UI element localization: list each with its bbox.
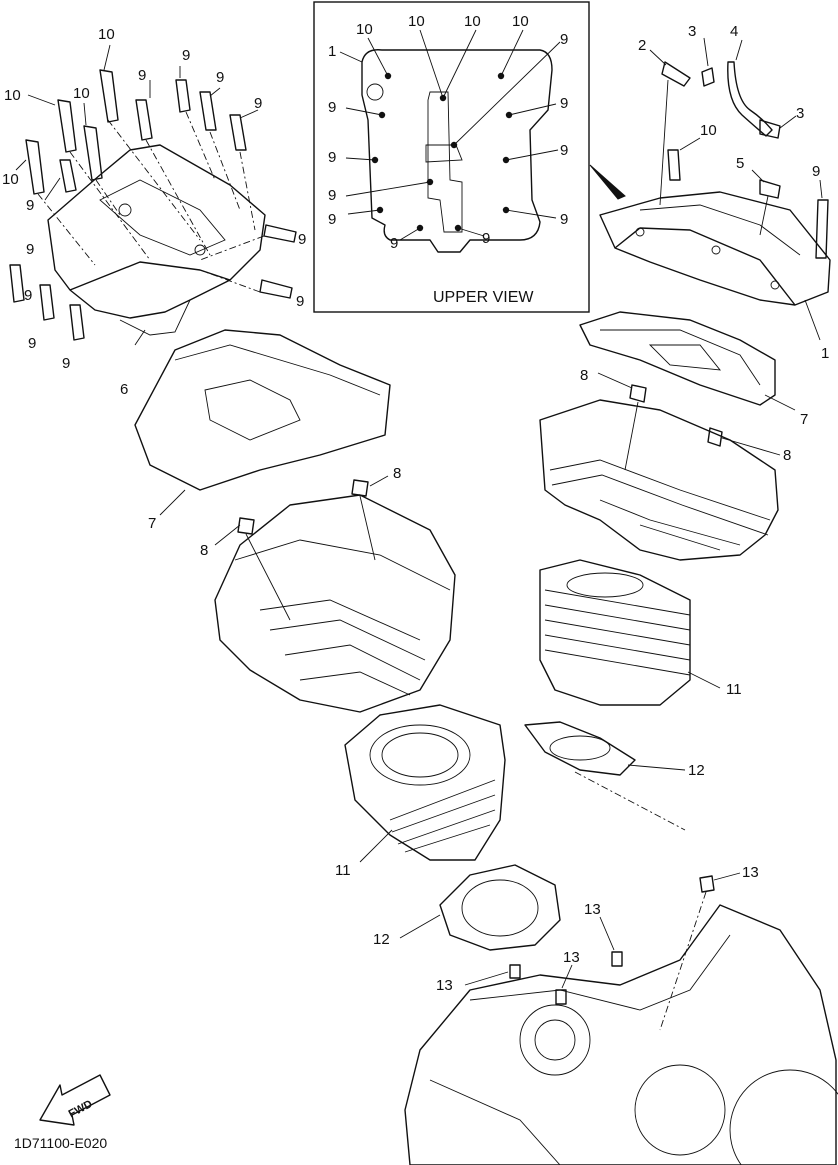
crankcase bbox=[404, 872, 838, 1165]
inset-callout: 10 bbox=[512, 13, 529, 30]
callout: 9 bbox=[254, 95, 262, 112]
gasket-right bbox=[579, 311, 796, 411]
bolt-set-left bbox=[9, 69, 297, 341]
callout: 10 bbox=[2, 171, 19, 188]
callout: 7 bbox=[800, 411, 808, 428]
inset-callout: 9 bbox=[560, 95, 568, 112]
callout: 9 bbox=[298, 231, 306, 248]
upper-view-inset: 1 10 10 10 10 9 9 9 9 9 9 9 9 9 9 UPPER … bbox=[313, 1, 590, 313]
callout: 9 bbox=[138, 67, 146, 84]
inset-callout: 10 bbox=[408, 13, 425, 30]
callout: 10 bbox=[700, 122, 717, 139]
callout: 8 bbox=[393, 465, 401, 482]
leader-lines-left bbox=[15, 44, 265, 346]
inset-callout: 9 bbox=[328, 211, 336, 228]
callout: 2 bbox=[638, 37, 646, 54]
callout: 11 bbox=[726, 681, 742, 698]
callout: 3 bbox=[796, 105, 804, 122]
callout: 3 bbox=[688, 23, 696, 40]
inset-callout: 9 bbox=[560, 31, 568, 48]
callout: 13 bbox=[742, 864, 759, 881]
inset-callout: 9 bbox=[390, 235, 398, 252]
callout: 4 bbox=[730, 23, 738, 40]
inset-callout: 9 bbox=[560, 211, 568, 228]
callout: 7 bbox=[148, 515, 156, 532]
callout: 8 bbox=[783, 447, 791, 464]
callout: 9 bbox=[182, 47, 190, 64]
leader-lines-right-top bbox=[649, 37, 823, 341]
inset-callout: 9 bbox=[482, 230, 490, 247]
base-gasket-right bbox=[524, 721, 686, 831]
callout: 10 bbox=[4, 87, 21, 104]
callout: 12 bbox=[373, 931, 390, 948]
rocker-cover-front bbox=[599, 61, 831, 306]
callout: 9 bbox=[812, 163, 820, 180]
callout: 1 bbox=[821, 345, 829, 362]
callout: 10 bbox=[73, 85, 90, 102]
diagram-code: 1D71100-E020 bbox=[14, 1135, 107, 1151]
callout-labels: 1 2 3 3 4 5 6 7 7 8 8 8 8 9 9 9 9 9 9 9 … bbox=[2, 23, 829, 994]
callout: 12 bbox=[688, 762, 705, 779]
inset-callout: 10 bbox=[356, 21, 373, 38]
inset-callout: 9 bbox=[328, 99, 336, 116]
cylinder-head-rear bbox=[214, 475, 456, 713]
gasket-left bbox=[134, 329, 391, 516]
callout: 9 bbox=[216, 69, 224, 86]
callout: 13 bbox=[584, 901, 601, 918]
callout: 9 bbox=[28, 335, 36, 352]
callout: 9 bbox=[26, 241, 34, 258]
forward-arrow-icon: FWD bbox=[39, 1074, 111, 1126]
callout: 13 bbox=[563, 949, 580, 966]
callout: 9 bbox=[62, 355, 70, 372]
inset-callout: 1 bbox=[328, 43, 336, 60]
callout: 9 bbox=[296, 293, 304, 310]
cylinder-front bbox=[539, 559, 721, 706]
callout: 9 bbox=[24, 287, 32, 304]
inset-callout: 9 bbox=[328, 149, 336, 166]
callout: 9 bbox=[26, 197, 34, 214]
callout: 13 bbox=[436, 977, 453, 994]
rocker-cover-rear bbox=[47, 144, 266, 336]
cylinder-head-front bbox=[539, 372, 781, 561]
inset-callout: 9 bbox=[560, 142, 568, 159]
inset-callout: 9 bbox=[328, 187, 336, 204]
callout: 5 bbox=[736, 155, 744, 172]
callout: 11 bbox=[335, 862, 351, 879]
callout: 8 bbox=[580, 367, 588, 384]
callout: 10 bbox=[98, 26, 115, 43]
callout: 6 bbox=[120, 381, 128, 398]
fwd-label: FWD bbox=[67, 1098, 95, 1120]
inset-callout: 10 bbox=[464, 13, 481, 30]
callout: 8 bbox=[200, 542, 208, 559]
cylinder-rear bbox=[344, 704, 506, 863]
base-gasket-left bbox=[399, 864, 561, 951]
inset-title: UPPER VIEW bbox=[433, 289, 534, 306]
